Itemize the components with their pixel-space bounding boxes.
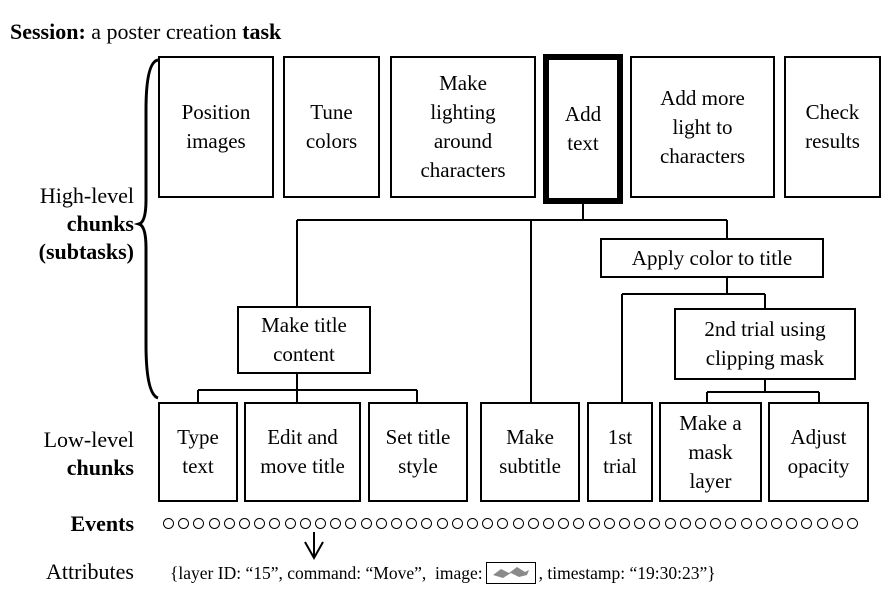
- event-dot: [208, 518, 220, 529]
- pointer-arrow-icon: [304, 532, 324, 561]
- event-dot: [649, 518, 661, 529]
- session-task-word: task: [242, 19, 282, 44]
- event-dot: [527, 518, 539, 529]
- event-dot: [801, 518, 813, 529]
- chunk-make-title-content: Make title content: [237, 306, 371, 374]
- chunk-check-results: Check results: [784, 56, 881, 198]
- event-dot: [740, 518, 752, 529]
- event-dot: [421, 518, 433, 529]
- events-label: Events: [70, 511, 134, 536]
- attr-timestamp: , timestamp: “19:30:23”}: [538, 562, 716, 583]
- event-dot: [284, 518, 296, 529]
- event-dot: [512, 518, 524, 529]
- attributes-label: Attributes: [46, 559, 134, 584]
- event-dot: [497, 518, 509, 529]
- chunk-add-more-light: Add more light to characters: [630, 56, 775, 198]
- event-dot: [482, 518, 494, 529]
- chunk-position-images: Position images: [158, 56, 274, 198]
- event-dot: [603, 518, 615, 529]
- event-dot: [679, 518, 691, 529]
- low-chunk-edit-move-title: Edit and move title: [244, 402, 361, 502]
- event-dot: [771, 518, 782, 529]
- attr-command: command: “Move”,: [287, 562, 427, 583]
- chunk-apply-color: Apply color to title: [600, 238, 824, 278]
- event-dot: [816, 518, 828, 529]
- brace-icon: [133, 58, 159, 400]
- event-dot: [163, 518, 174, 529]
- event-dot: [406, 518, 418, 529]
- event-dot: [193, 518, 205, 529]
- low-chunk-type-text: Type text: [158, 402, 238, 502]
- attributes-line: { layer ID: “15”, command: “Move”, image…: [170, 562, 716, 584]
- event-dot: [239, 518, 250, 529]
- event-dot: [558, 518, 570, 529]
- event-dot: [634, 518, 646, 529]
- event-dot: [254, 518, 266, 529]
- event-dot: [269, 518, 281, 529]
- low-chunk-make-mask-layer: Make a mask layer: [659, 402, 762, 502]
- attr-image-label: image:: [434, 562, 483, 583]
- session-text: a poster creation: [91, 19, 237, 44]
- event-dot: [315, 518, 326, 529]
- chunk-make-lighting: Make lighting around characters: [390, 56, 536, 198]
- chunk-tune-colors: Tune colors: [283, 56, 380, 198]
- event-dot: [664, 518, 676, 529]
- event-dot: [543, 518, 554, 529]
- event-dot: [451, 518, 463, 529]
- event-dot: [330, 518, 342, 529]
- attr-open-brace: {: [170, 562, 179, 583]
- image-thumbnail-icon: [485, 562, 536, 584]
- event-dot: [375, 518, 387, 529]
- event-dot: [299, 518, 311, 529]
- session-title: Session: a poster creation task: [10, 18, 281, 46]
- low-chunk-adjust-opacity: Adjust opacity: [768, 402, 869, 502]
- event-dot: [178, 518, 190, 529]
- event-dot: [391, 518, 402, 529]
- event-dot: [588, 518, 600, 529]
- chunk-add-text: Add text: [543, 54, 623, 204]
- attr-layer-id: layer ID: “15”,: [178, 562, 283, 583]
- event-dot: [223, 518, 235, 529]
- event-dot: [573, 518, 585, 529]
- low-chunk-first-trial: 1st trial: [587, 402, 653, 502]
- event-dot: [786, 518, 798, 529]
- session-label: Session:: [10, 19, 86, 44]
- event-dot: [755, 518, 767, 529]
- low-chunk-make-subtitle: Make subtitle: [480, 402, 580, 502]
- event-dot: [847, 518, 858, 529]
- event-dot: [436, 518, 448, 529]
- event-dot: [725, 518, 737, 529]
- chunk-second-trial: 2nd trial using clipping mask: [674, 308, 856, 380]
- low-chunk-set-title-style: Set title style: [368, 402, 468, 502]
- event-dot: [619, 518, 630, 529]
- event-dot: [467, 518, 478, 529]
- event-dot: [360, 518, 372, 529]
- low-level-label: Low-level chunks: [43, 427, 134, 480]
- event-dot: [831, 518, 843, 529]
- high-level-label: High-level chunks (subtasks): [38, 183, 134, 264]
- event-dot: [710, 518, 722, 529]
- event-dot: [345, 518, 357, 529]
- event-dot: [695, 518, 706, 529]
